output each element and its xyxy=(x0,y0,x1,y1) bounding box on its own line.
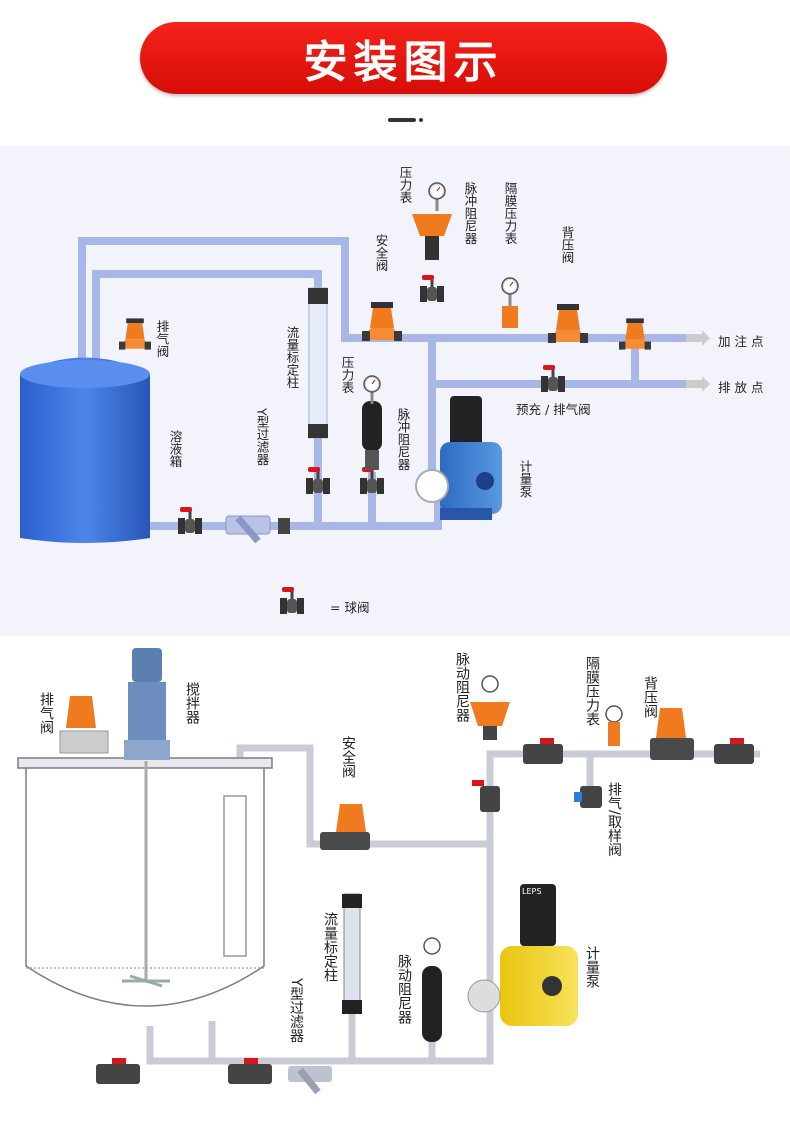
label-gauge-top: 压力表 xyxy=(398,166,413,204)
y-filter xyxy=(225,515,271,544)
label-diaphragm-gauge-2: 隔膜压力表 xyxy=(584,656,600,726)
label-prime-vent: 预充 / 排气阀 xyxy=(516,402,591,417)
pulse-damper-low-2 xyxy=(422,937,442,1042)
back-pressure-valve[interactable] xyxy=(548,304,588,343)
label-y-filter-2: Y型过滤器 xyxy=(288,977,304,1043)
solution-tank xyxy=(20,357,150,543)
prime-vent-valve[interactable] xyxy=(541,365,565,392)
title-banner: 安装图示 xyxy=(140,22,667,94)
pressure-gauge-top xyxy=(427,181,447,213)
ball-valve-tank-outlet[interactable] xyxy=(178,507,202,534)
label-damper-low: 脉冲阻尼器 xyxy=(396,407,411,471)
ball-valve-bottom-2[interactable] xyxy=(228,1058,272,1084)
label-dosing-point: 加 注 点 xyxy=(718,334,763,349)
label-vent-valve: 排气阀 xyxy=(155,320,170,358)
label-y-filter: Y型过滤器 xyxy=(255,407,270,466)
safety-valve[interactable] xyxy=(362,302,402,341)
installation-diagram-2: LEPS 排气阀 搅拌器 安全阀 脉动阻尼器 隔膜压力表 背压阀 排气/取样阀 … xyxy=(0,636,790,1128)
installation-diagram-1: 排气阀 溶液箱 Y型过滤器 流量标定柱 压力表 脉冲阻尼器 计量泵 压力表 脉冲… xyxy=(0,146,790,636)
ball-valve-damper-top[interactable] xyxy=(420,275,444,302)
label-damper-top: 脉冲阻尼器 xyxy=(463,181,478,245)
label-vent-valve-2: 排气阀 xyxy=(38,692,54,735)
label-legend: = 球阀 xyxy=(330,600,369,615)
section-divider xyxy=(388,118,424,123)
dosing-arrow-icon xyxy=(686,330,710,346)
label-safety-valve: 安全阀 xyxy=(374,233,389,272)
pulse-damper-top xyxy=(412,214,452,260)
label-flow-column-2: 流量标定柱 xyxy=(322,912,338,982)
label-tank: 溶液箱 xyxy=(168,429,183,468)
flow-calibration-column-2 xyxy=(342,893,362,1014)
label-back-pressure-2: 背压阀 xyxy=(642,676,658,719)
label-flow-column: 流量标定柱 xyxy=(285,326,300,389)
mixing-vessel xyxy=(17,757,273,1007)
agitator xyxy=(124,648,170,760)
label-pump: 计量泵 xyxy=(518,460,533,498)
ball-valve-line-2[interactable] xyxy=(523,738,563,764)
label-damper-low-2: 脉动阻尼器 xyxy=(396,954,412,1024)
label-discharge-point: 排 放 点 xyxy=(718,380,763,395)
flow-calibration-column xyxy=(308,287,328,439)
banner-title: 安装图示 xyxy=(303,37,504,88)
label-diaphragm-gauge: 隔膜压力表 xyxy=(503,182,518,245)
back-pressure-valve-2[interactable] xyxy=(650,708,694,760)
ball-valve-damper-low[interactable] xyxy=(360,467,384,494)
pulse-damper-low xyxy=(362,401,382,470)
pressure-gauge-low xyxy=(362,374,382,406)
label-mixer-2: 搅拌器 xyxy=(184,682,200,724)
legend-ball-valve-icon xyxy=(280,587,304,614)
pulse-damper-top-2[interactable] xyxy=(470,675,510,740)
vent-valve[interactable] xyxy=(119,318,151,350)
vent-valve-2[interactable] xyxy=(59,696,109,754)
label-damper-top-2: 脉动阻尼器 xyxy=(454,652,470,722)
y-filter-2 xyxy=(288,1066,332,1095)
ball-valve-flow-column[interactable] xyxy=(306,467,330,494)
ball-valve-top-2[interactable] xyxy=(472,780,500,812)
metering-pump-1 xyxy=(415,396,502,520)
metering-pump-2: LEPS xyxy=(467,884,578,1026)
diaphragm-pressure-gauge xyxy=(500,276,520,308)
label-safety-valve-2: 安全阀 xyxy=(340,736,356,779)
diaphragm-gauge-2 xyxy=(605,705,623,746)
label-gauge-low: 压力表 xyxy=(340,356,355,394)
label-pump-2: 计量泵 xyxy=(584,946,600,988)
ball-valve-bottom-1[interactable] xyxy=(96,1058,140,1084)
vent-sample-valve-2[interactable] xyxy=(574,786,602,808)
label-back-pressure: 背压阀 xyxy=(560,226,575,264)
ball-valve-end-2[interactable] xyxy=(714,738,754,764)
label-vent-sample-2: 排气/取样阀 xyxy=(606,782,622,858)
discharge-arrow-icon xyxy=(686,376,710,392)
pump-brand: LEPS xyxy=(522,887,541,896)
safety-valve-2[interactable] xyxy=(320,804,370,850)
